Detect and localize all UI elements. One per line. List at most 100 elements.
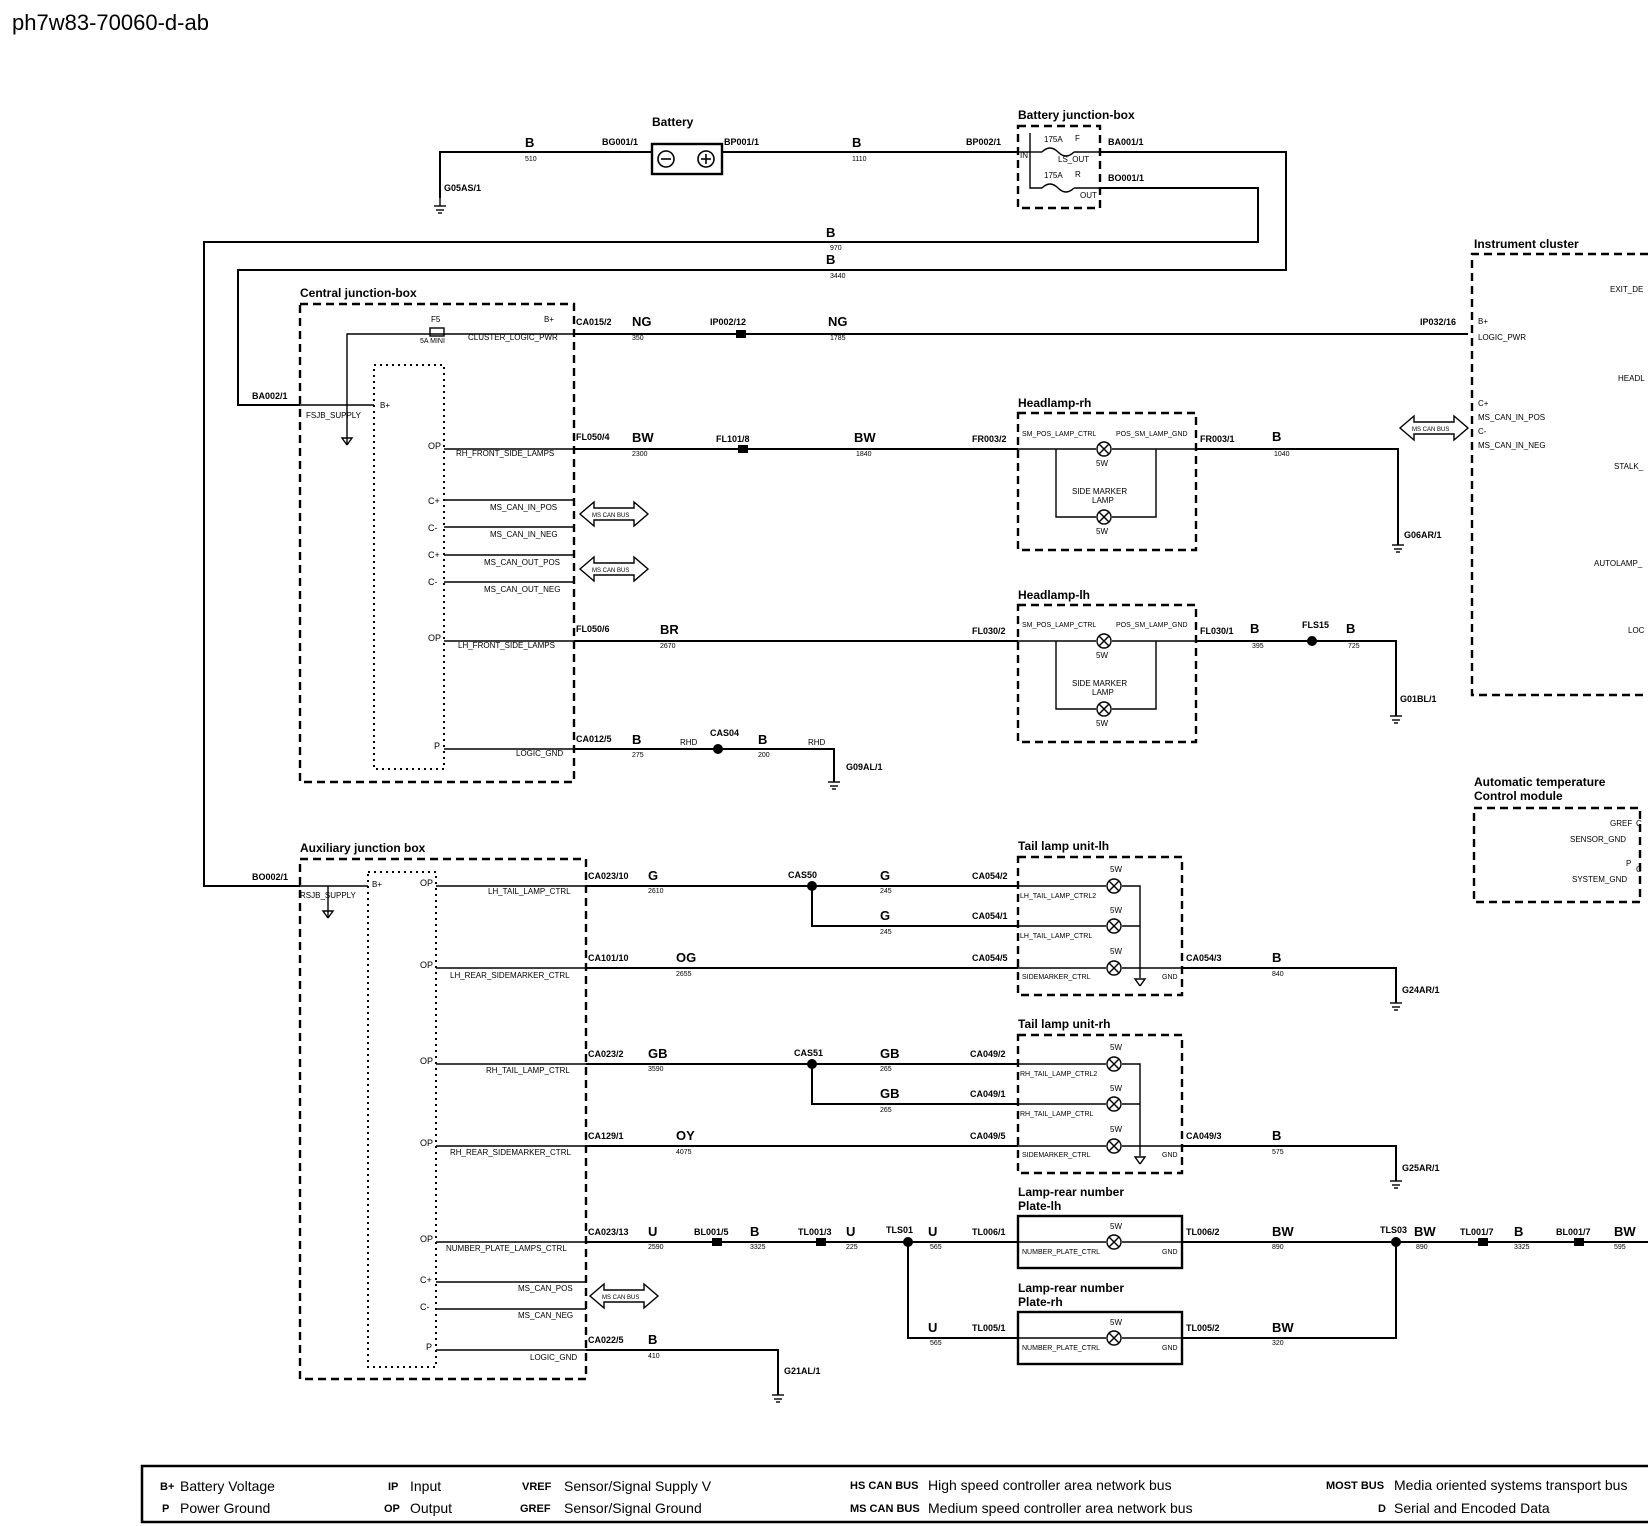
ground-icon: [1390, 1002, 1402, 1011]
svg-text:Lamp-rear number: Lamp-rear number: [1018, 1185, 1124, 1199]
svg-text:575: 575: [1272, 1149, 1284, 1156]
svg-text:U: U: [648, 1224, 657, 1239]
conn-fr003-1: FR003/1: [1200, 434, 1235, 444]
svg-text:NUMBER_PLATE_CTRL: NUMBER_PLATE_CTRL: [1022, 1249, 1100, 1256]
lamp-bulb-icon: [1106, 1096, 1122, 1112]
svg-text:3325: 3325: [750, 1244, 766, 1251]
svg-text:SM_POS_LAMP_CTRL: SM_POS_LAMP_CTRL: [1022, 431, 1096, 438]
ms-can-bus-arrow-2: MS CAN BUS: [578, 555, 650, 583]
wire-b510-num: 510: [525, 156, 537, 163]
svg-text:2670: 2670: [660, 643, 676, 650]
svg-text:MS CAN BUS: MS CAN BUS: [602, 1295, 639, 1301]
svg-text:5W: 5W: [1110, 865, 1122, 874]
svg-text:SYSTEM_GND: SYSTEM_GND: [1572, 875, 1627, 884]
svg-text:U: U: [846, 1224, 855, 1239]
conn-ca054-2: CA054/2: [972, 871, 1008, 881]
headlamp-rh-box: [1016, 411, 1198, 552]
aux-logic-ground: CA022/5 B 410 G21AL/1: [586, 1332, 821, 1403]
conn-tl001-3: TL001/3: [798, 1227, 832, 1237]
svg-text:GND: GND: [1162, 1345, 1178, 1352]
aux-jb-title: Auxiliary junction box: [300, 841, 426, 855]
conn-fl030-2: FL030/2: [972, 626, 1006, 636]
svg-text:GB: GB: [880, 1086, 900, 1101]
svg-text:B: B: [1346, 621, 1355, 636]
svg-text:RH_TAIL_LAMP_CTRL: RH_TAIL_LAMP_CTRL: [486, 1066, 570, 1075]
conn-g06ar: G06AR/1: [1404, 530, 1442, 540]
svg-text:Sensor/Signal Ground: Sensor/Signal Ground: [564, 1500, 702, 1516]
conn-bp002: BP002/1: [966, 137, 1001, 147]
conn-tl006-1: TL006/1: [972, 1227, 1006, 1237]
fuse-rating-1: 175A: [1044, 135, 1063, 144]
lamp-bulb-icon: [1096, 509, 1112, 525]
svg-text:SM_POS_LAMP_CTRL: SM_POS_LAMP_CTRL: [1022, 622, 1096, 629]
conn-ca022: CA022/5: [588, 1335, 624, 1345]
battery-positive-icon: [697, 150, 715, 168]
conn-g09al: G09AL/1: [846, 762, 883, 772]
lamp-bulb-icon: [1106, 1056, 1122, 1072]
svg-text:890: 890: [1272, 1244, 1284, 1251]
svg-text:OY: OY: [676, 1128, 695, 1143]
svg-text:P: P: [434, 741, 440, 751]
lamp-bulb-icon: [1096, 441, 1112, 457]
svg-text:U: U: [928, 1224, 937, 1239]
lamp-bulb-icon: [1106, 878, 1122, 894]
svg-text:MS CAN BUS: MS CAN BUS: [592, 513, 629, 519]
svg-text:OUT: OUT: [1080, 191, 1097, 200]
svg-text:LH_TAIL_LAMP_CTRL: LH_TAIL_LAMP_CTRL: [1020, 933, 1092, 940]
svg-text:G: G: [880, 908, 890, 923]
svg-text:Input: Input: [410, 1478, 441, 1494]
svg-text:GB: GB: [648, 1046, 668, 1061]
svg-text:POS_SM_LAMP_GND: POS_SM_LAMP_GND: [1116, 622, 1188, 629]
svg-text:MS_CAN_IN_POS: MS_CAN_IN_POS: [490, 503, 557, 512]
ground-icon: [1392, 544, 1404, 553]
svg-text:NUMBER_PLATE_CTRL: NUMBER_PLATE_CTRL: [1022, 1345, 1100, 1352]
central-jb-box: [298, 302, 576, 784]
svg-text:VREF: VREF: [522, 1481, 552, 1493]
svg-text:395: 395: [1252, 643, 1264, 650]
svg-text:B: B: [758, 732, 767, 747]
svg-text:410: 410: [648, 1353, 660, 1360]
ground-icon: [1390, 1180, 1402, 1189]
conn-ca054-5: CA054/5: [972, 953, 1008, 963]
svg-text:F5: F5: [431, 315, 441, 324]
lamp-bulb-icon: [1096, 633, 1112, 649]
conn-tl005-1: TL005/1: [972, 1323, 1006, 1333]
svg-text:Media oriented systems transpo: Media oriented systems transport bus: [1394, 1477, 1627, 1493]
ground-icon: [1390, 715, 1402, 724]
svg-text:MS_CAN_POS: MS_CAN_POS: [518, 1284, 573, 1293]
ms-can-bus-arrow-3: MS CAN BUS: [1398, 414, 1470, 442]
central-logic-ground: CA012/5 B 275 RHD CAS04 B 200 RHD G09AL/…: [574, 728, 883, 790]
ms-can-bus-arrow-4: MS CAN BUS: [588, 1282, 660, 1310]
headlamp-rh: FL050/4 BW 2300 FL101/8 BW 1840 FR003/2 …: [574, 396, 1442, 553]
svg-text:High speed controller area net: High speed controller area network bus: [928, 1477, 1172, 1493]
svg-text:SIDEMARKER_CTRL: SIDEMARKER_CTRL: [1022, 1152, 1091, 1159]
battery-symbol: [650, 142, 724, 176]
svg-text:Battery Voltage: Battery Voltage: [180, 1478, 275, 1494]
svg-text:MS_CAN_IN_NEG: MS_CAN_IN_NEG: [1478, 441, 1546, 450]
svg-text:GREF: GREF: [1610, 819, 1632, 828]
svg-text:HS CAN BUS: HS CAN BUS: [850, 1480, 918, 1492]
svg-text:R: R: [1075, 170, 1081, 179]
conn-ba002: BA002/1: [252, 391, 288, 401]
conn-g24ar: G24AR/1: [1402, 985, 1440, 995]
svg-text:RHD: RHD: [808, 738, 826, 747]
ms-can-bus-arrow-1: MS CAN BUS: [578, 500, 650, 528]
svg-text:B: B: [1272, 950, 1281, 965]
svg-text:RSJB_SUPPLY: RSJB_SUPPLY: [300, 891, 357, 900]
svg-text:BW: BW: [854, 430, 876, 445]
battery-jb-title: Battery junction-box: [1018, 108, 1135, 122]
svg-text:MS CAN BUS: MS CAN BUS: [850, 1503, 920, 1515]
svg-text:CLUSTER_LOGIC_PWR: CLUSTER_LOGIC_PWR: [468, 333, 558, 342]
central-junction-box: Central junction-box F5 5A MINI B+ CLUST…: [298, 286, 650, 784]
number-plate-lamps: CA023/13 U 2590 BL001/5 B 3325 TL001/3 U…: [586, 1185, 1648, 1366]
central-jb-title: Central junction-box: [300, 286, 417, 300]
svg-text:2300: 2300: [632, 451, 648, 458]
svg-text:C+: C+: [420, 1275, 432, 1285]
svg-text:Lamp-rear number: Lamp-rear number: [1018, 1281, 1124, 1295]
svg-text:OP: OP: [420, 960, 433, 970]
svg-text:2610: 2610: [648, 888, 664, 895]
svg-text:200: 200: [758, 752, 770, 759]
svg-text:NUMBER_PLATE_LAMPS_CTRL: NUMBER_PLATE_LAMPS_CTRL: [446, 1244, 567, 1253]
svg-text:B+: B+: [380, 401, 390, 410]
conn-g01bl: G01BL/1: [1400, 694, 1437, 704]
